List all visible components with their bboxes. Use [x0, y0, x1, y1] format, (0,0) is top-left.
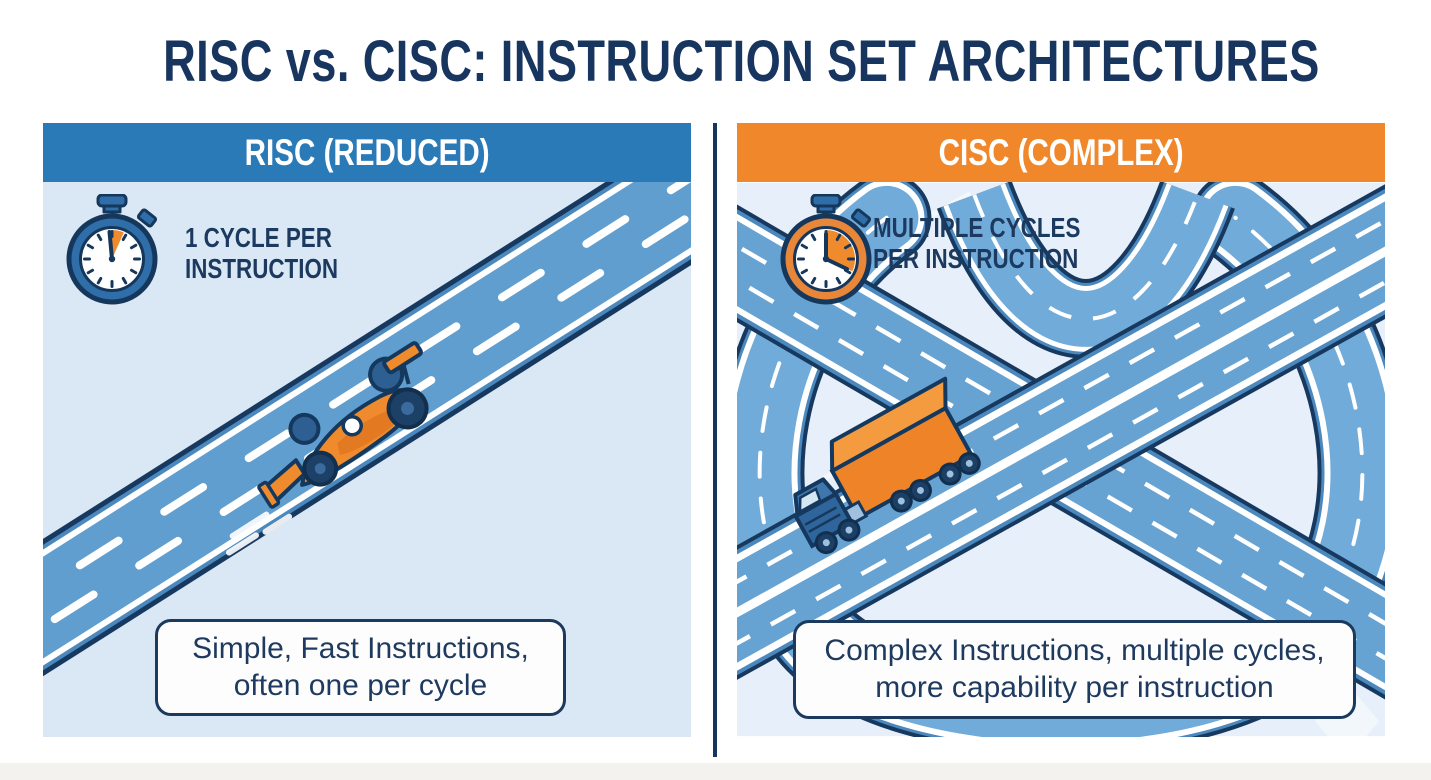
cycle-label-line2: PER INSTRUCTION	[873, 243, 1079, 275]
multiple-cycles-label: MULTIPLE CYCLES PER INSTRUCTION	[873, 212, 1132, 275]
bottom-edge-strip	[0, 763, 1431, 780]
cisc-panel-header-label: CISC (COMPLEX)	[938, 131, 1184, 173]
cisc-caption-box: Complex Instructions, multiple cycles, m…	[793, 620, 1356, 719]
cycle-label-line1: MULTIPLE CYCLES	[873, 212, 1081, 243]
race-car-illustration	[225, 341, 429, 556]
cisc-panel-body: MULTIPLE CYCLES PER INSTRUCTION Complex …	[737, 182, 1385, 737]
cycle-label-line1: 1 CYCLE PER	[185, 222, 332, 253]
truck-illustration	[793, 376, 981, 555]
risc-panel-header-label: RISC (REDUCED)	[244, 131, 490, 173]
panel-divider	[713, 123, 717, 757]
stopwatch-icon	[66, 194, 158, 305]
risc-panel-body: 1 CYCLE PER INSTRUCTION Simple, Fast Ins…	[43, 182, 691, 737]
page-title: RISC vs. CISC: INSTRUCTION SET ARCHITECT…	[0, 28, 1431, 95]
page-title-text: RISC vs. CISC: INSTRUCTION SET ARCHITECT…	[163, 29, 1320, 94]
cisc-panel: CISC (COMPLEX)	[737, 123, 1385, 737]
cycle-label-line2: INSTRUCTION	[185, 253, 339, 285]
cisc-caption-text: Complex Instructions, multiple cycles, m…	[824, 633, 1325, 704]
risc-panel: RISC (REDUCED)	[43, 123, 691, 737]
risc-caption-text: Simple, Fast Instructions, often one per…	[192, 631, 529, 702]
straight-highway-illustration	[43, 182, 691, 737]
cycle-per-instruction-label: 1 CYCLE PER INSTRUCTION	[185, 222, 376, 285]
risc-panel-header: RISC (REDUCED)	[43, 123, 691, 182]
cisc-panel-header: CISC (COMPLEX)	[737, 123, 1385, 182]
stopwatch-icon	[780, 194, 872, 305]
risc-caption-box: Simple, Fast Instructions, often one per…	[155, 619, 566, 716]
